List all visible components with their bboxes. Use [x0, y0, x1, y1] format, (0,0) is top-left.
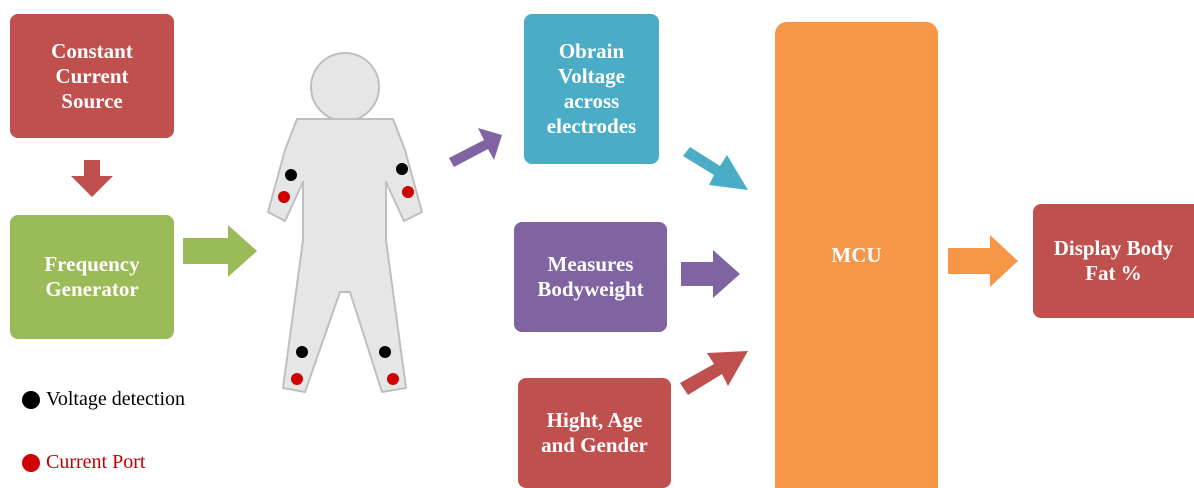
electrode-voltage-right-foot [379, 346, 391, 358]
electrode-current-left-hand [278, 191, 290, 203]
arrow-body-to-voltage [449, 128, 502, 167]
red-dot-icon [22, 453, 40, 472]
frequency-generator-block: Frequency Generator [10, 215, 174, 339]
body-outline [267, 118, 423, 393]
display-body-fat-block: Display Body Fat % [1033, 204, 1194, 318]
arrow-ccs-to-freqgen [71, 160, 113, 197]
measures-bodyweight-block: Measures Bodyweight [514, 222, 667, 332]
electrode-current-right-foot [387, 373, 399, 385]
legend-voltage-label: Voltage detection [46, 388, 186, 410]
constant-current-source-block: Constant Current Source [10, 14, 174, 138]
electrode-current-right-hand [402, 186, 414, 198]
obtain-voltage-block: Obrain Voltage across electrodes [524, 14, 659, 164]
arrow-mcu-to-display [948, 235, 1018, 287]
electrode-voltage-left-hand [285, 169, 297, 181]
legend-current-label: Current Port [46, 451, 146, 473]
human-body-figure-icon [267, 52, 423, 393]
mcu-block: MCU [775, 22, 938, 488]
electrode-current-left-foot [291, 373, 303, 385]
legend-current-port: Current Port [22, 451, 145, 474]
legend-voltage-detection: Voltage detection [22, 388, 185, 411]
arrow-weight-to-mcu [681, 250, 740, 298]
electrode-voltage-right-hand [396, 163, 408, 175]
electrode-voltage-left-foot [296, 346, 308, 358]
arrow-voltage-to-mcu [683, 147, 748, 190]
head-icon [310, 52, 380, 122]
height-age-gender-block: Hight, Age and Gender [518, 378, 671, 488]
black-dot-icon [22, 390, 40, 409]
arrow-freqgen-to-body [183, 225, 257, 277]
arrow-hag-to-mcu [680, 351, 748, 395]
